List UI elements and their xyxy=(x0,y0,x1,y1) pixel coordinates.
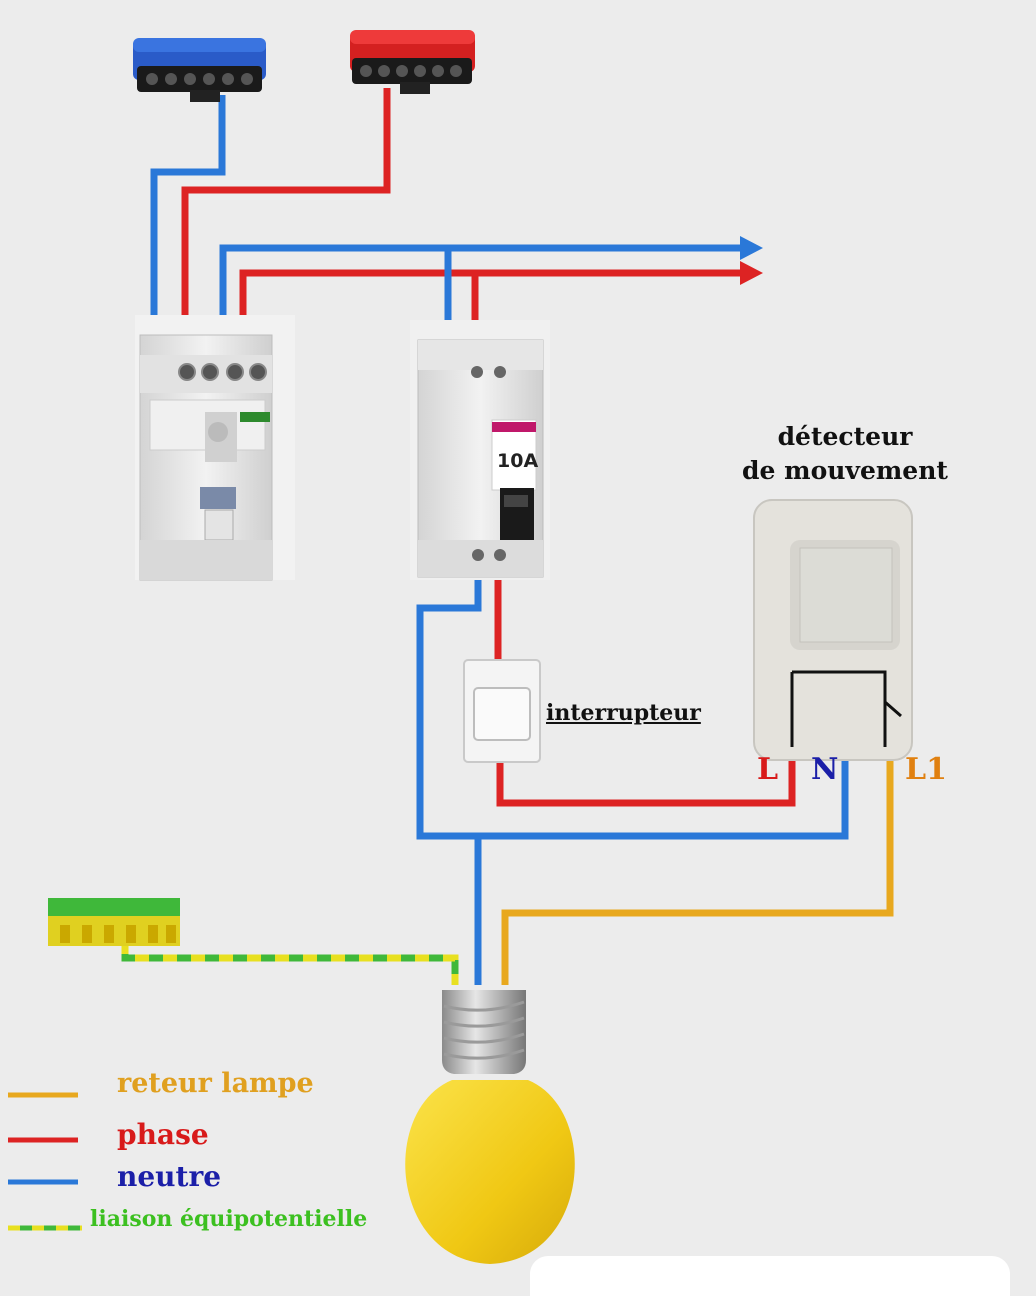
earth-wire xyxy=(121,940,459,985)
circuit-breaker-icon xyxy=(410,320,550,580)
neutral-arrow xyxy=(740,236,763,260)
phase-wire-rcd-out xyxy=(239,269,745,335)
breaker-rating-label: 10A xyxy=(497,450,539,472)
earth-terminal-block-icon xyxy=(48,898,180,946)
motion-detector-icon xyxy=(753,499,913,761)
neutral-wire-breaker-detector xyxy=(416,575,849,840)
terminal-N-label: N xyxy=(811,752,839,787)
neutral-wire-rcd-out xyxy=(219,244,745,335)
light-bulb-icon xyxy=(405,990,575,1264)
legend-neutral-label: neutre xyxy=(117,1160,222,1193)
legend-return-label: reteur lampe xyxy=(117,1068,314,1099)
neutral-busbar-icon xyxy=(133,38,266,102)
light-switch-icon xyxy=(463,659,541,763)
phase-wire-busbar-rcd xyxy=(181,88,391,335)
phase-arrow xyxy=(740,261,763,285)
lamp-return-wire xyxy=(501,745,894,985)
rcd-icon xyxy=(135,315,295,581)
legend-earth-label: liaison équipotentielle xyxy=(90,1206,368,1232)
switch-label: interrupteur xyxy=(546,700,701,726)
phase-wire-switch-detector xyxy=(496,742,796,807)
phase-busbar-icon xyxy=(350,30,475,94)
terminal-L1-label: L1 xyxy=(905,752,947,787)
overlay-panel xyxy=(530,1256,1010,1296)
legend-phase-label: phase xyxy=(117,1118,209,1151)
terminal-L-label: L xyxy=(757,752,779,787)
neutral-wire-busbar-rcd xyxy=(150,95,226,335)
